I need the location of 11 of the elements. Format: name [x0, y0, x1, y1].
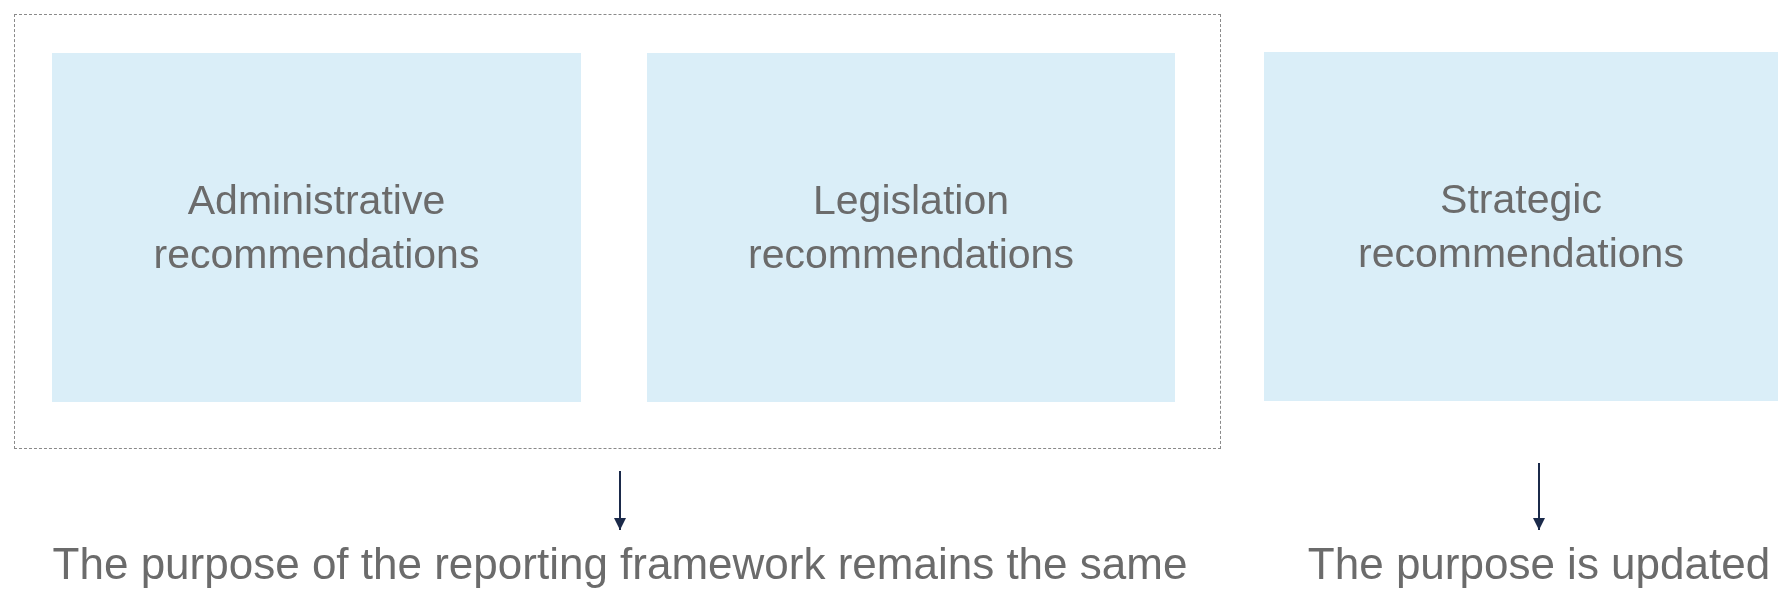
recommendation-box	[647, 53, 1175, 402]
outcome-text: The purpose of the reporting framework remains the same	[52, 539, 1188, 589]
box-label: Administrative recommendations	[152, 176, 481, 279]
outcome-text: The purpose is updated	[1307, 539, 1771, 589]
dashed-group-frame	[14, 14, 1221, 449]
arrow	[1533, 462, 1545, 531]
recommendation-box	[1264, 52, 1778, 401]
box-label: Strategic recommendations	[1357, 175, 1685, 278]
box-label: Legislation recommendations	[747, 176, 1075, 279]
arrow	[614, 470, 626, 531]
recommendation-box	[52, 53, 581, 402]
